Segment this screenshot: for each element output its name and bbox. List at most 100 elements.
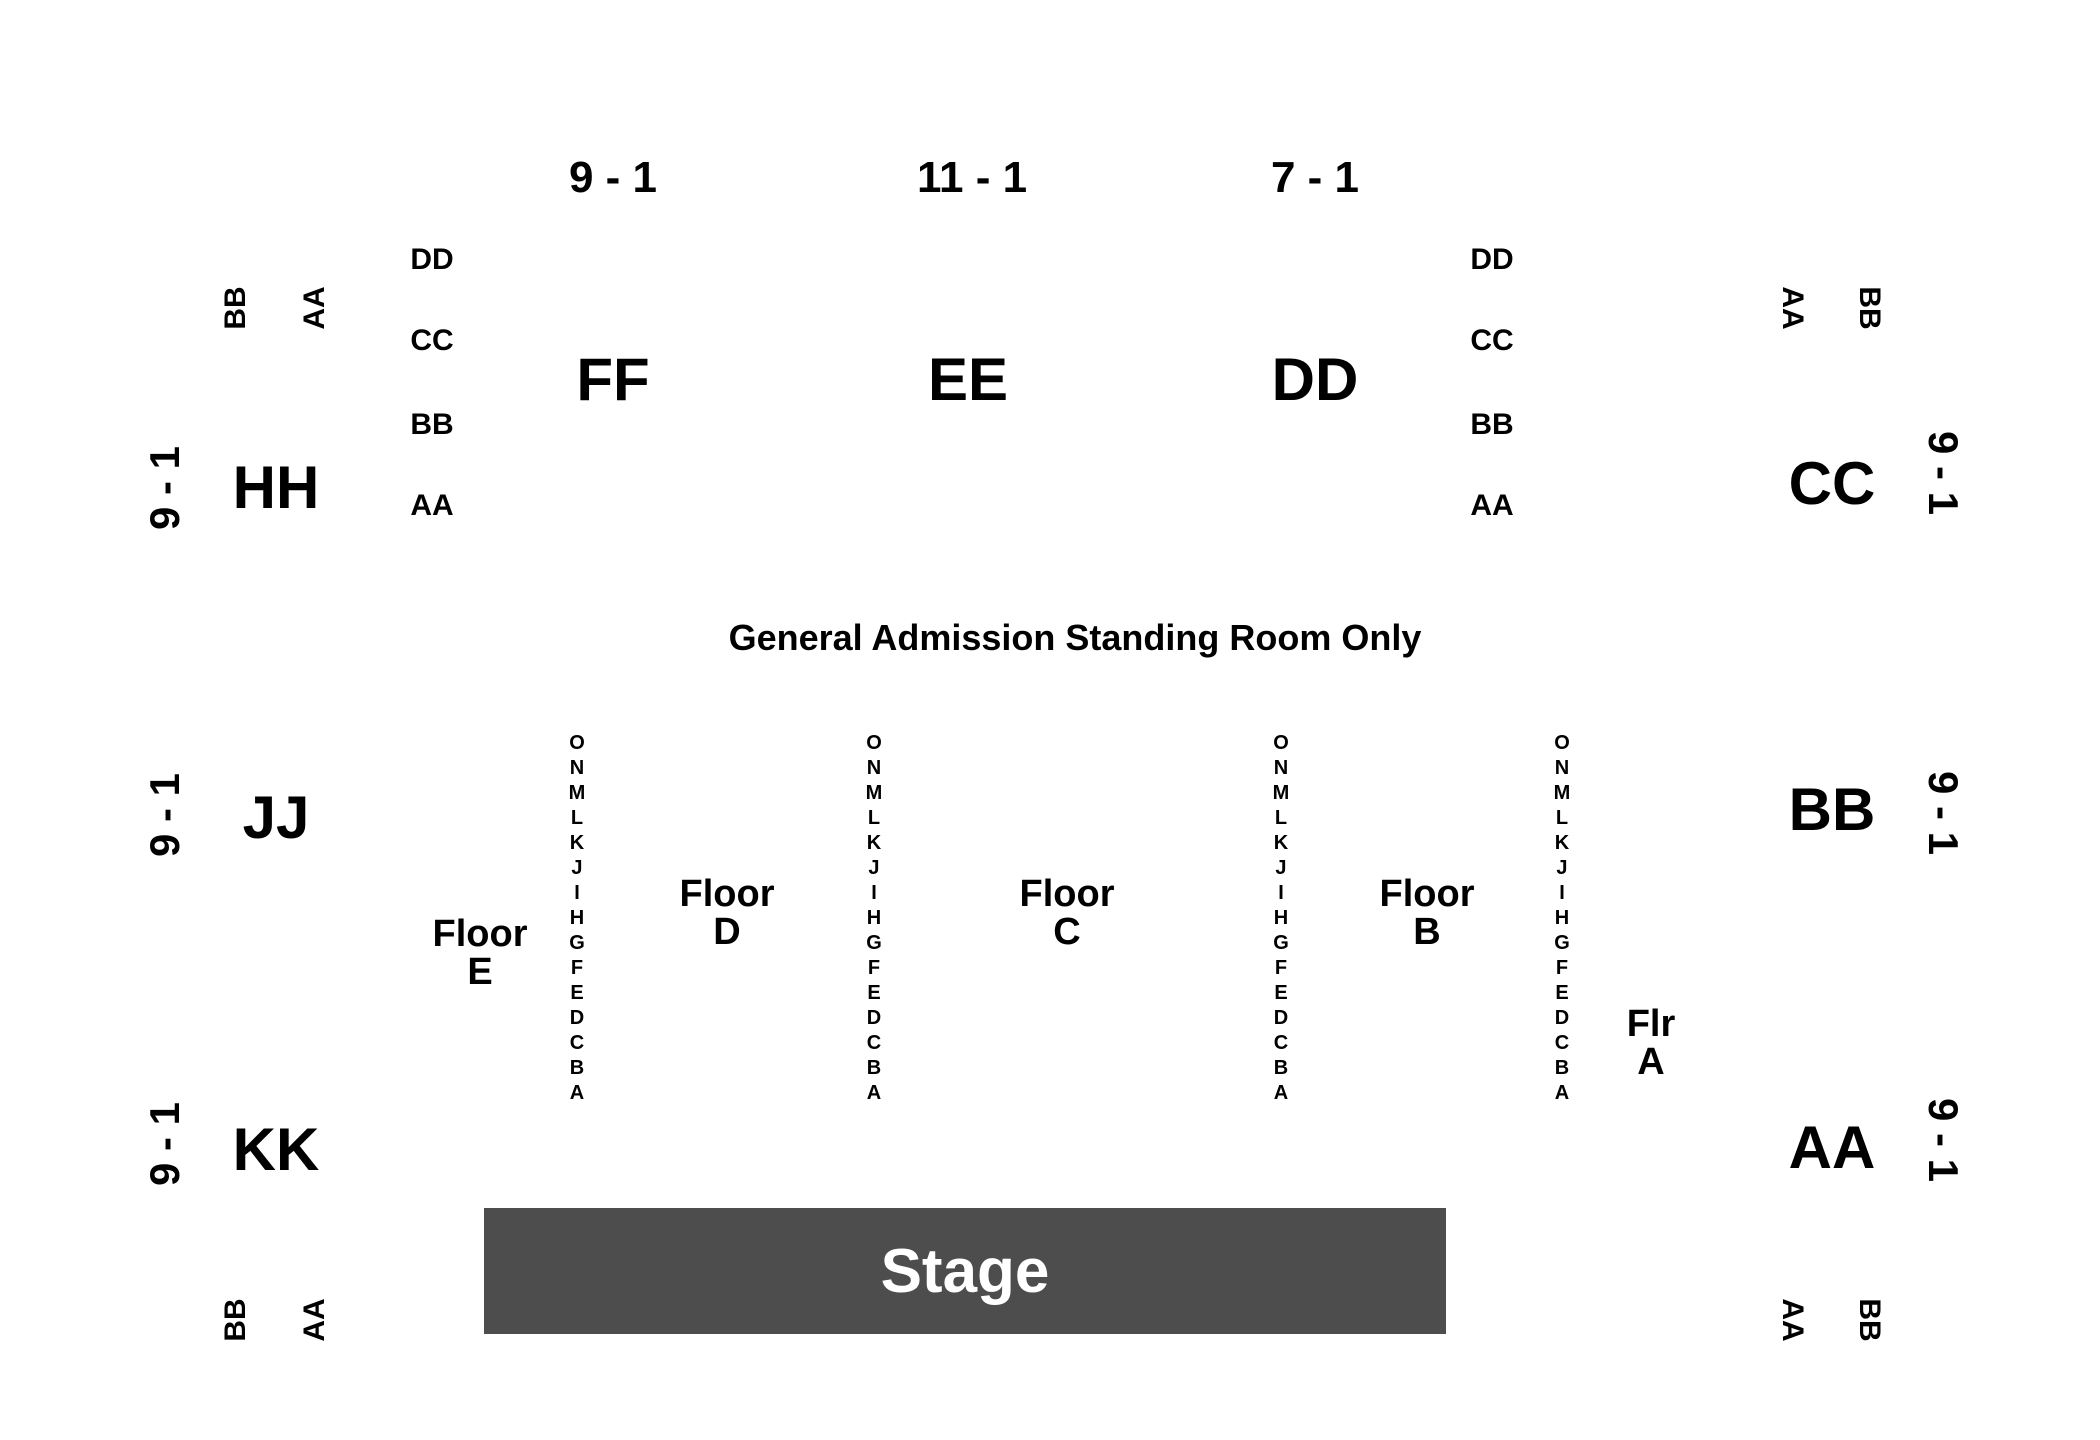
floor-row-letter: D (1273, 1007, 1289, 1029)
floor-row-letter: K (1554, 832, 1570, 854)
floor-row-letter: B (569, 1057, 585, 1079)
floor-row-letter: D (1554, 1007, 1570, 1029)
floor-row-letter: E (867, 982, 881, 1004)
floor-row-letter: M (1553, 782, 1571, 804)
floor-row-letter: J (868, 857, 880, 879)
floor-row-letter: L (1274, 807, 1288, 829)
upper-right-row-bb: BB (1470, 408, 1514, 441)
section-jj[interactable]: JJ (242, 784, 310, 851)
floor-row-letter: C (866, 1032, 882, 1054)
section-dd[interactable]: DD (1271, 346, 1359, 413)
floor-row-letter: N (866, 757, 882, 779)
section-aa-seat-range: 9 - 1 (1920, 1097, 1967, 1183)
section-hh-seat-range: 9 - 1 (141, 445, 188, 531)
left-bottom-row-aa: AA (298, 1298, 331, 1342)
floor-row-letter: B (1554, 1057, 1570, 1079)
floor-row-letter: I (1278, 882, 1284, 904)
section-kk[interactable]: KK (232, 1116, 320, 1183)
floor-section-a[interactable]: Flr A (1627, 1005, 1676, 1081)
floor-a-line1: Flr (1626, 1003, 1676, 1045)
floor-section-d[interactable]: Floor D (680, 875, 775, 951)
floor-b-line1: Floor (1379, 873, 1475, 915)
floor-row-letter: D (569, 1007, 585, 1029)
left-bottom-row-bb: BB (219, 1298, 252, 1342)
floor-row-letter: G (1273, 932, 1289, 954)
left-top-row-aa: AA (298, 286, 331, 330)
section-ff[interactable]: FF (576, 346, 650, 413)
upper-left-row-aa: AA (410, 489, 454, 522)
floor-b-line2: B (1413, 911, 1441, 953)
floor-row-letter: N (1273, 757, 1289, 779)
floor-row-letter: O (1273, 732, 1289, 754)
right-bottom-row-aa: AA (1776, 1298, 1809, 1342)
section-cc-seat-range: 9 - 1 (1920, 430, 1967, 516)
floor-row-letter: M (865, 782, 883, 804)
floor-row-letter: H (1273, 907, 1289, 929)
floor-e-line1: Floor (432, 913, 528, 955)
floor-row-letter: B (1273, 1057, 1289, 1079)
floor-a-line2: A (1637, 1041, 1665, 1083)
general-admission-label: General Admission Standing Room Only (728, 617, 1422, 658)
floor-row-letter: I (1559, 882, 1565, 904)
right-top-row-aa: AA (1776, 286, 1809, 330)
stage: Stage (484, 1208, 1446, 1334)
floor-row-letter: H (569, 907, 585, 929)
upper-left-row-bb: BB (410, 408, 454, 441)
floor-row-letter: E (570, 982, 584, 1004)
section-cc[interactable]: CC (1788, 450, 1876, 517)
floor-row-letter: O (866, 732, 882, 754)
floor-row-letter: G (866, 932, 882, 954)
section-jj-seat-range: 9 - 1 (141, 772, 188, 858)
floor-section-e[interactable]: Floor E (433, 915, 528, 991)
floor-section-b[interactable]: Floor B (1380, 875, 1475, 951)
floor-row-letter: J (571, 857, 583, 879)
section-aa[interactable]: AA (1788, 1114, 1876, 1181)
floor-row-letter: F (867, 957, 881, 979)
floor-row-letter: A (1273, 1082, 1289, 1104)
floor-e-line2: E (467, 951, 493, 993)
floor-c-line1: Floor (1019, 873, 1115, 915)
floor-row-letter: J (1275, 857, 1287, 879)
floor-row-letter: F (570, 957, 584, 979)
floor-row-letter: C (569, 1032, 585, 1054)
floor-row-letter: M (568, 782, 586, 804)
floor-section-c[interactable]: Floor C (1020, 875, 1115, 951)
upper-right-row-dd: DD (1470, 243, 1514, 276)
section-hh[interactable]: HH (232, 454, 320, 521)
floor-c-line2: C (1053, 911, 1081, 953)
floor-row-letter: A (569, 1082, 585, 1104)
floor-row-letter: J (1556, 857, 1568, 879)
floor-row-letter: H (1554, 907, 1570, 929)
floor-row-letter: B (866, 1057, 882, 1079)
floor-row-letter: L (1555, 807, 1569, 829)
floor-row-letter: I (574, 882, 580, 904)
floor-row-letter: N (1554, 757, 1570, 779)
floor-row-letter: L (867, 807, 881, 829)
right-bottom-row-bb: BB (1853, 1298, 1886, 1342)
section-ee[interactable]: EE (927, 346, 1009, 413)
section-bb-seat-range: 9 - 1 (1920, 770, 1967, 856)
floor-row-letter: F (1555, 957, 1569, 979)
section-kk-seat-range: 9 - 1 (141, 1101, 188, 1187)
floor-row-letter: G (1554, 932, 1570, 954)
right-top-row-bb: BB (1853, 286, 1886, 330)
upper-left-row-dd: DD (410, 243, 454, 276)
floor-row-letter: O (1554, 732, 1570, 754)
section-bb[interactable]: BB (1788, 776, 1876, 843)
upper-right-row-aa: AA (1470, 489, 1514, 522)
floor-row-letter: H (866, 907, 882, 929)
section-dd-seat-range: 7 - 1 (1270, 153, 1360, 202)
section-ee-seat-range: 11 - 1 (916, 153, 1028, 202)
floor-row-letter: E (1274, 982, 1288, 1004)
left-top-row-bb: BB (219, 286, 252, 330)
floor-row-letter: A (1554, 1082, 1570, 1104)
floor-row-letter: M (1272, 782, 1290, 804)
floor-row-letter: K (569, 832, 585, 854)
floor-d-line1: Floor (679, 873, 775, 915)
floor-row-letter: A (866, 1082, 882, 1104)
floor-row-letter: O (569, 732, 585, 754)
